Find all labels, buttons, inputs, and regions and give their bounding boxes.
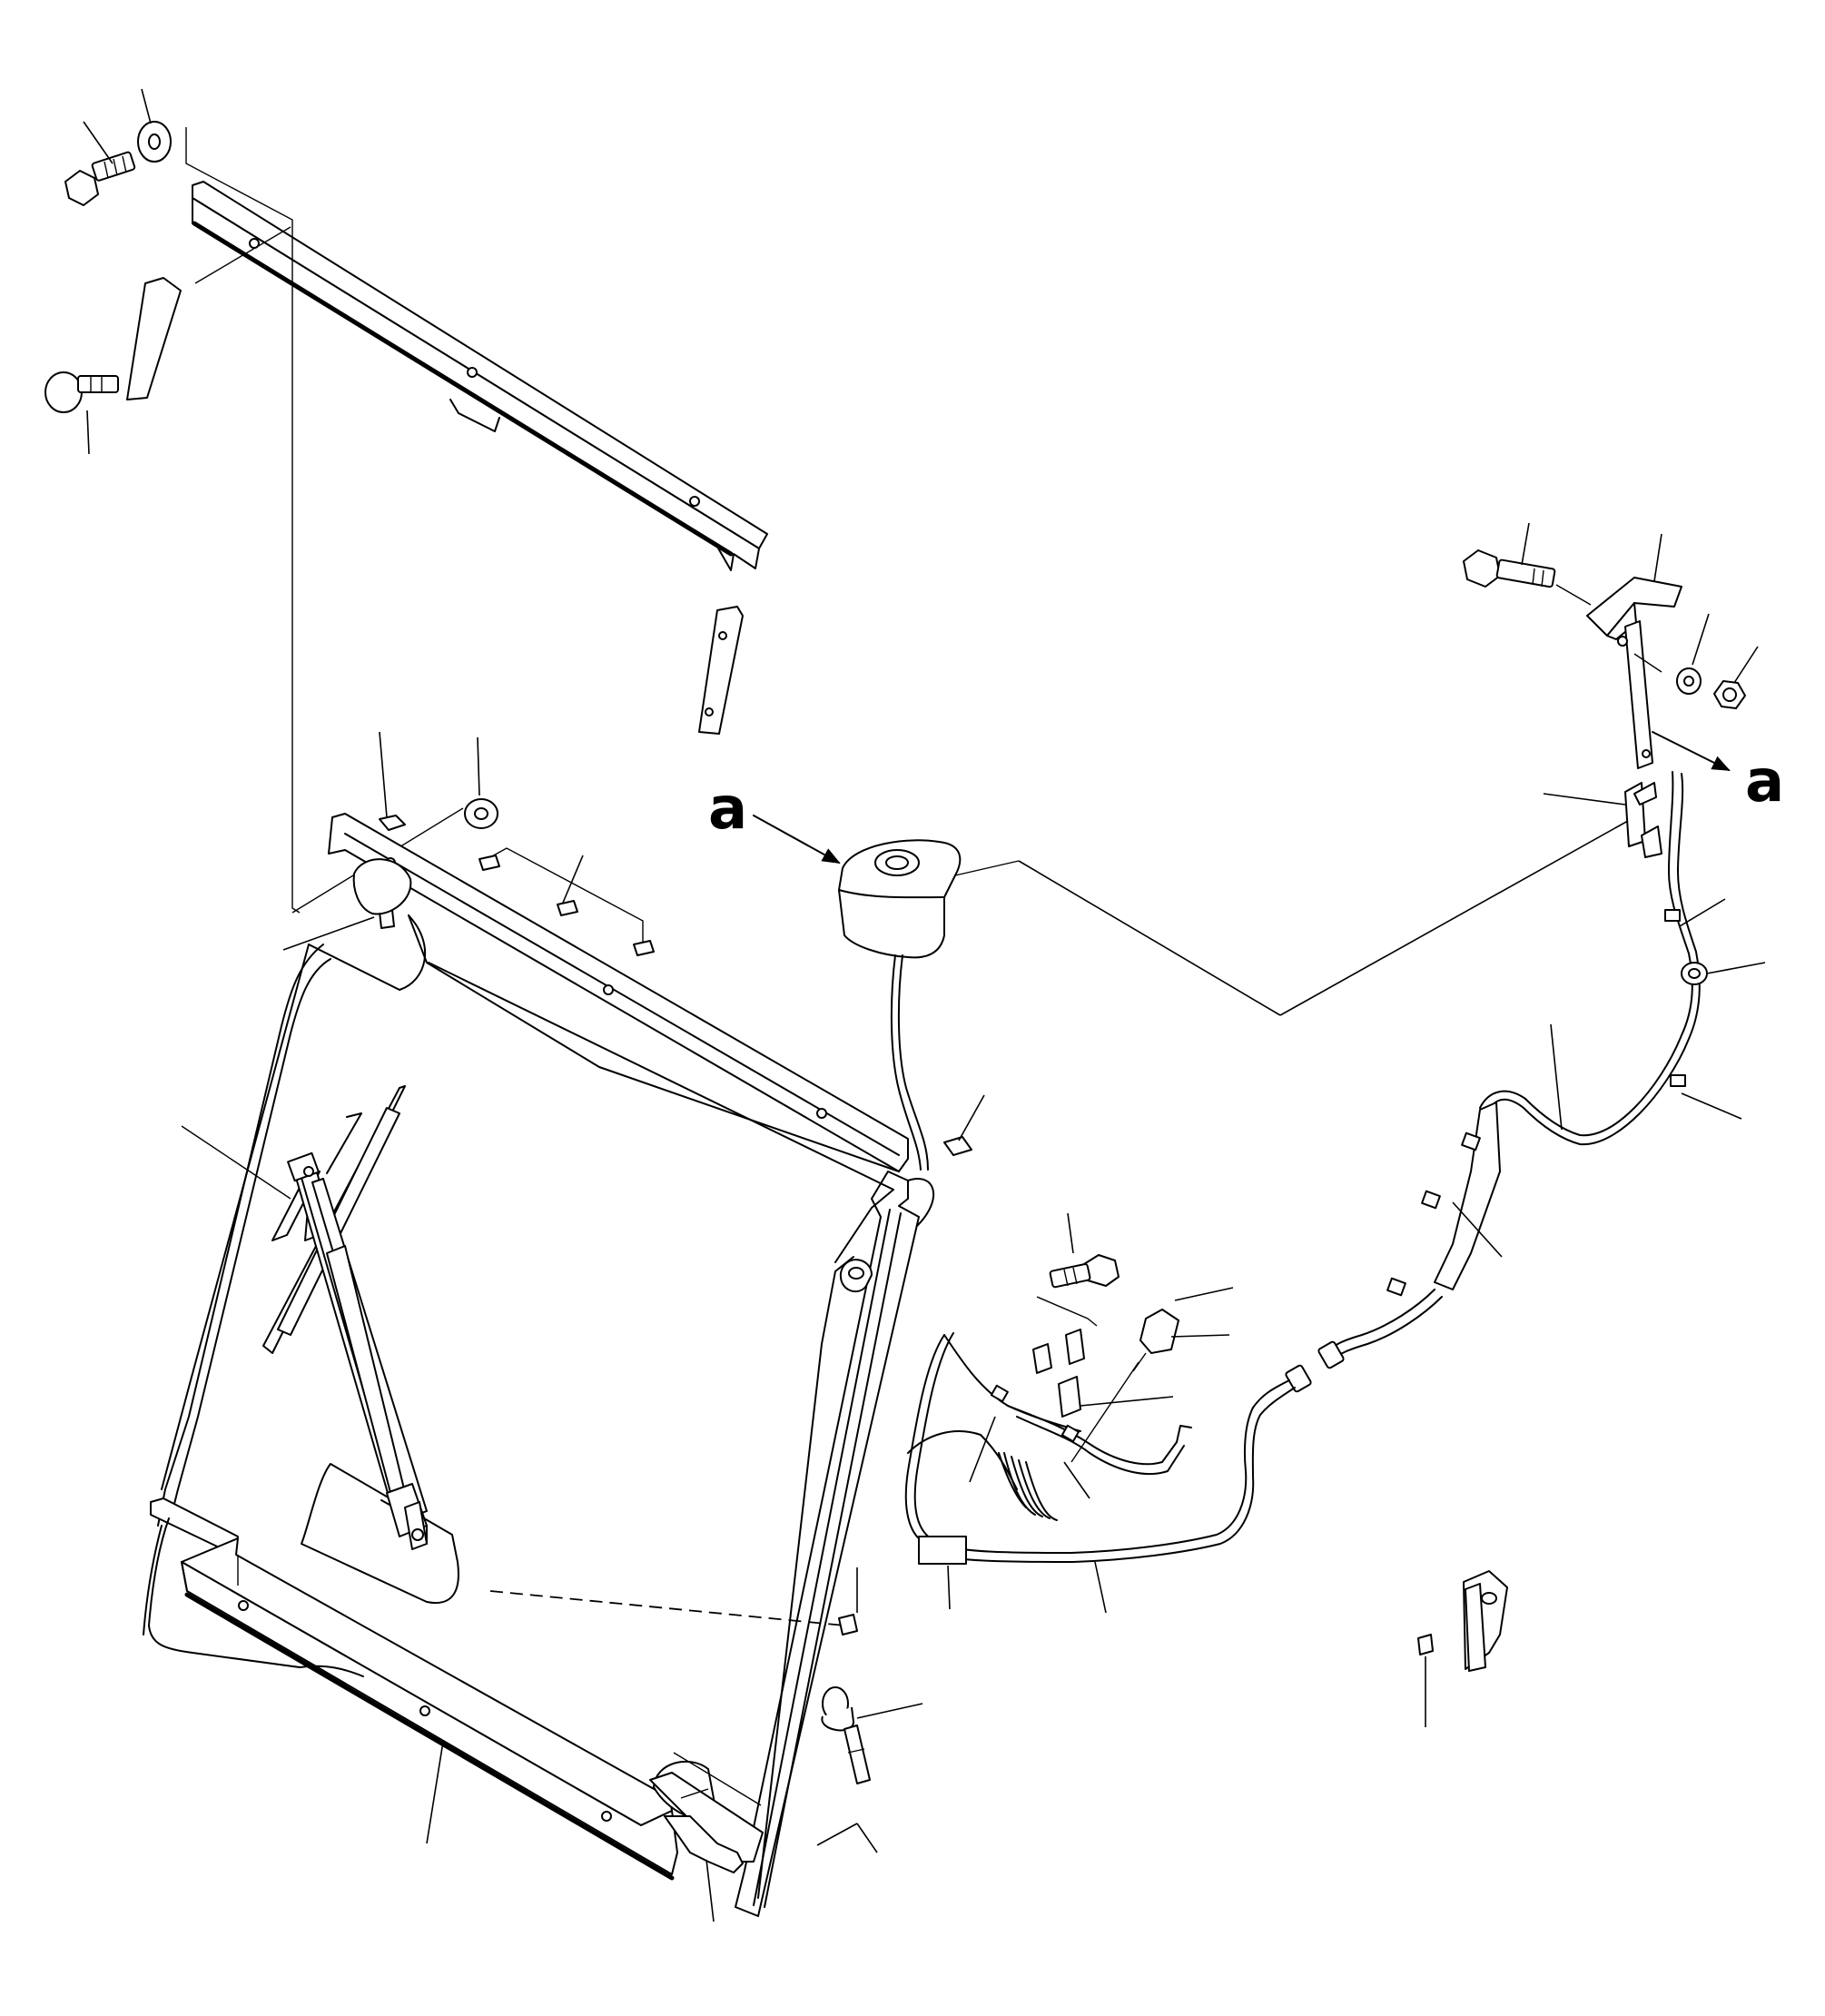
wiring-harness-long	[934, 771, 1708, 1563]
view-mark-right: a	[1652, 731, 1784, 815]
right-washer	[1676, 667, 1702, 695]
window-frame-assembly	[143, 813, 934, 1917]
view-mark-left: a	[708, 776, 841, 864]
mid-mounting-bolt	[44, 371, 119, 413]
right-mounting-bolt	[1463, 549, 1592, 606]
right-nut	[1713, 680, 1746, 709]
tank-reference-line-2	[1279, 816, 1635, 1016]
upper-mounting-bolt	[64, 151, 136, 206]
spacer-plate	[126, 277, 182, 400]
view-mark-right-label: a	[1745, 748, 1784, 815]
upper-cowl-rail	[192, 181, 768, 571]
tank-reference-line	[1018, 860, 1281, 1016]
wiring-harness-loop	[904, 1332, 1192, 1565]
lower-right-bracket	[1417, 1570, 1508, 1672]
right-bracket	[1586, 577, 1682, 769]
rail-support-bracket	[698, 606, 744, 735]
upper-washer	[137, 121, 172, 163]
harness-relays	[1032, 1309, 1179, 1463]
washer-hose	[890, 954, 929, 1171]
right-clamp	[1624, 782, 1662, 858]
washer-fluid-tank	[838, 839, 1020, 959]
lower-push-rivet	[821, 1686, 871, 1784]
view-mark-left-label: a	[708, 776, 747, 843]
frame-clips	[379, 798, 972, 1156]
dashed-reference	[489, 1590, 858, 1636]
harness-bolt	[1036, 1254, 1120, 1327]
wiper-arm-and-blade	[181, 1085, 428, 1550]
item-leader-lines	[83, 88, 1766, 1922]
